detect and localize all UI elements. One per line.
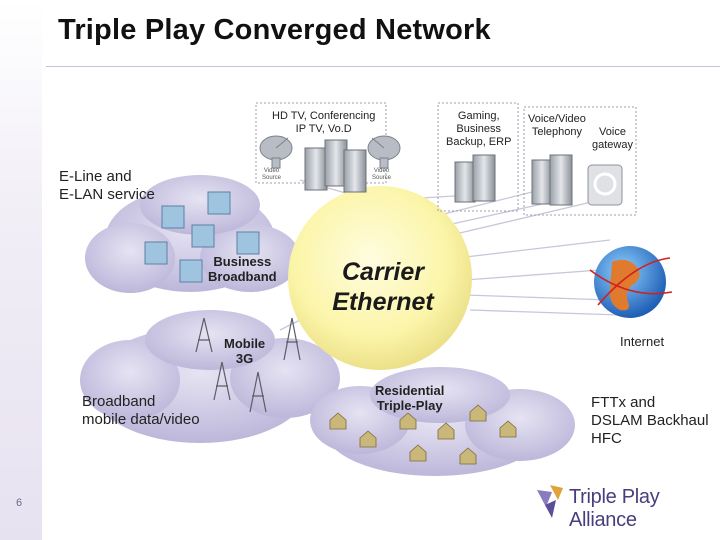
title-divider [46,66,720,67]
link-internet-1 [464,269,601,281]
voice-gateway-icon [587,164,623,206]
logo-text: Triple Play Alliance [569,486,660,531]
box-voice [523,106,637,216]
house-icons [329,404,517,465]
cloud-residential [310,367,575,476]
building-icons [144,191,260,283]
globe-icon [589,246,673,318]
server-icon-hdtv [304,139,367,193]
page-title: Triple Play Converged Network [58,14,491,46]
satellite-dish-icon-1 [259,135,293,169]
link-internet-2 [464,294,611,301]
page-number: 6 [16,497,23,509]
triple-play-logo-icon [537,485,563,518]
label-internet: Internet [620,334,665,349]
satellite-dish-icon-2 [367,135,401,169]
server-icon-gaming [454,154,496,203]
server-icon-voice [531,154,573,206]
left-sidebar-band [0,0,42,540]
link-internet-3 [469,309,621,316]
cell-tower-icons [195,317,301,413]
carrier-ethernet-hub [288,186,472,370]
box-gaming [437,102,519,212]
